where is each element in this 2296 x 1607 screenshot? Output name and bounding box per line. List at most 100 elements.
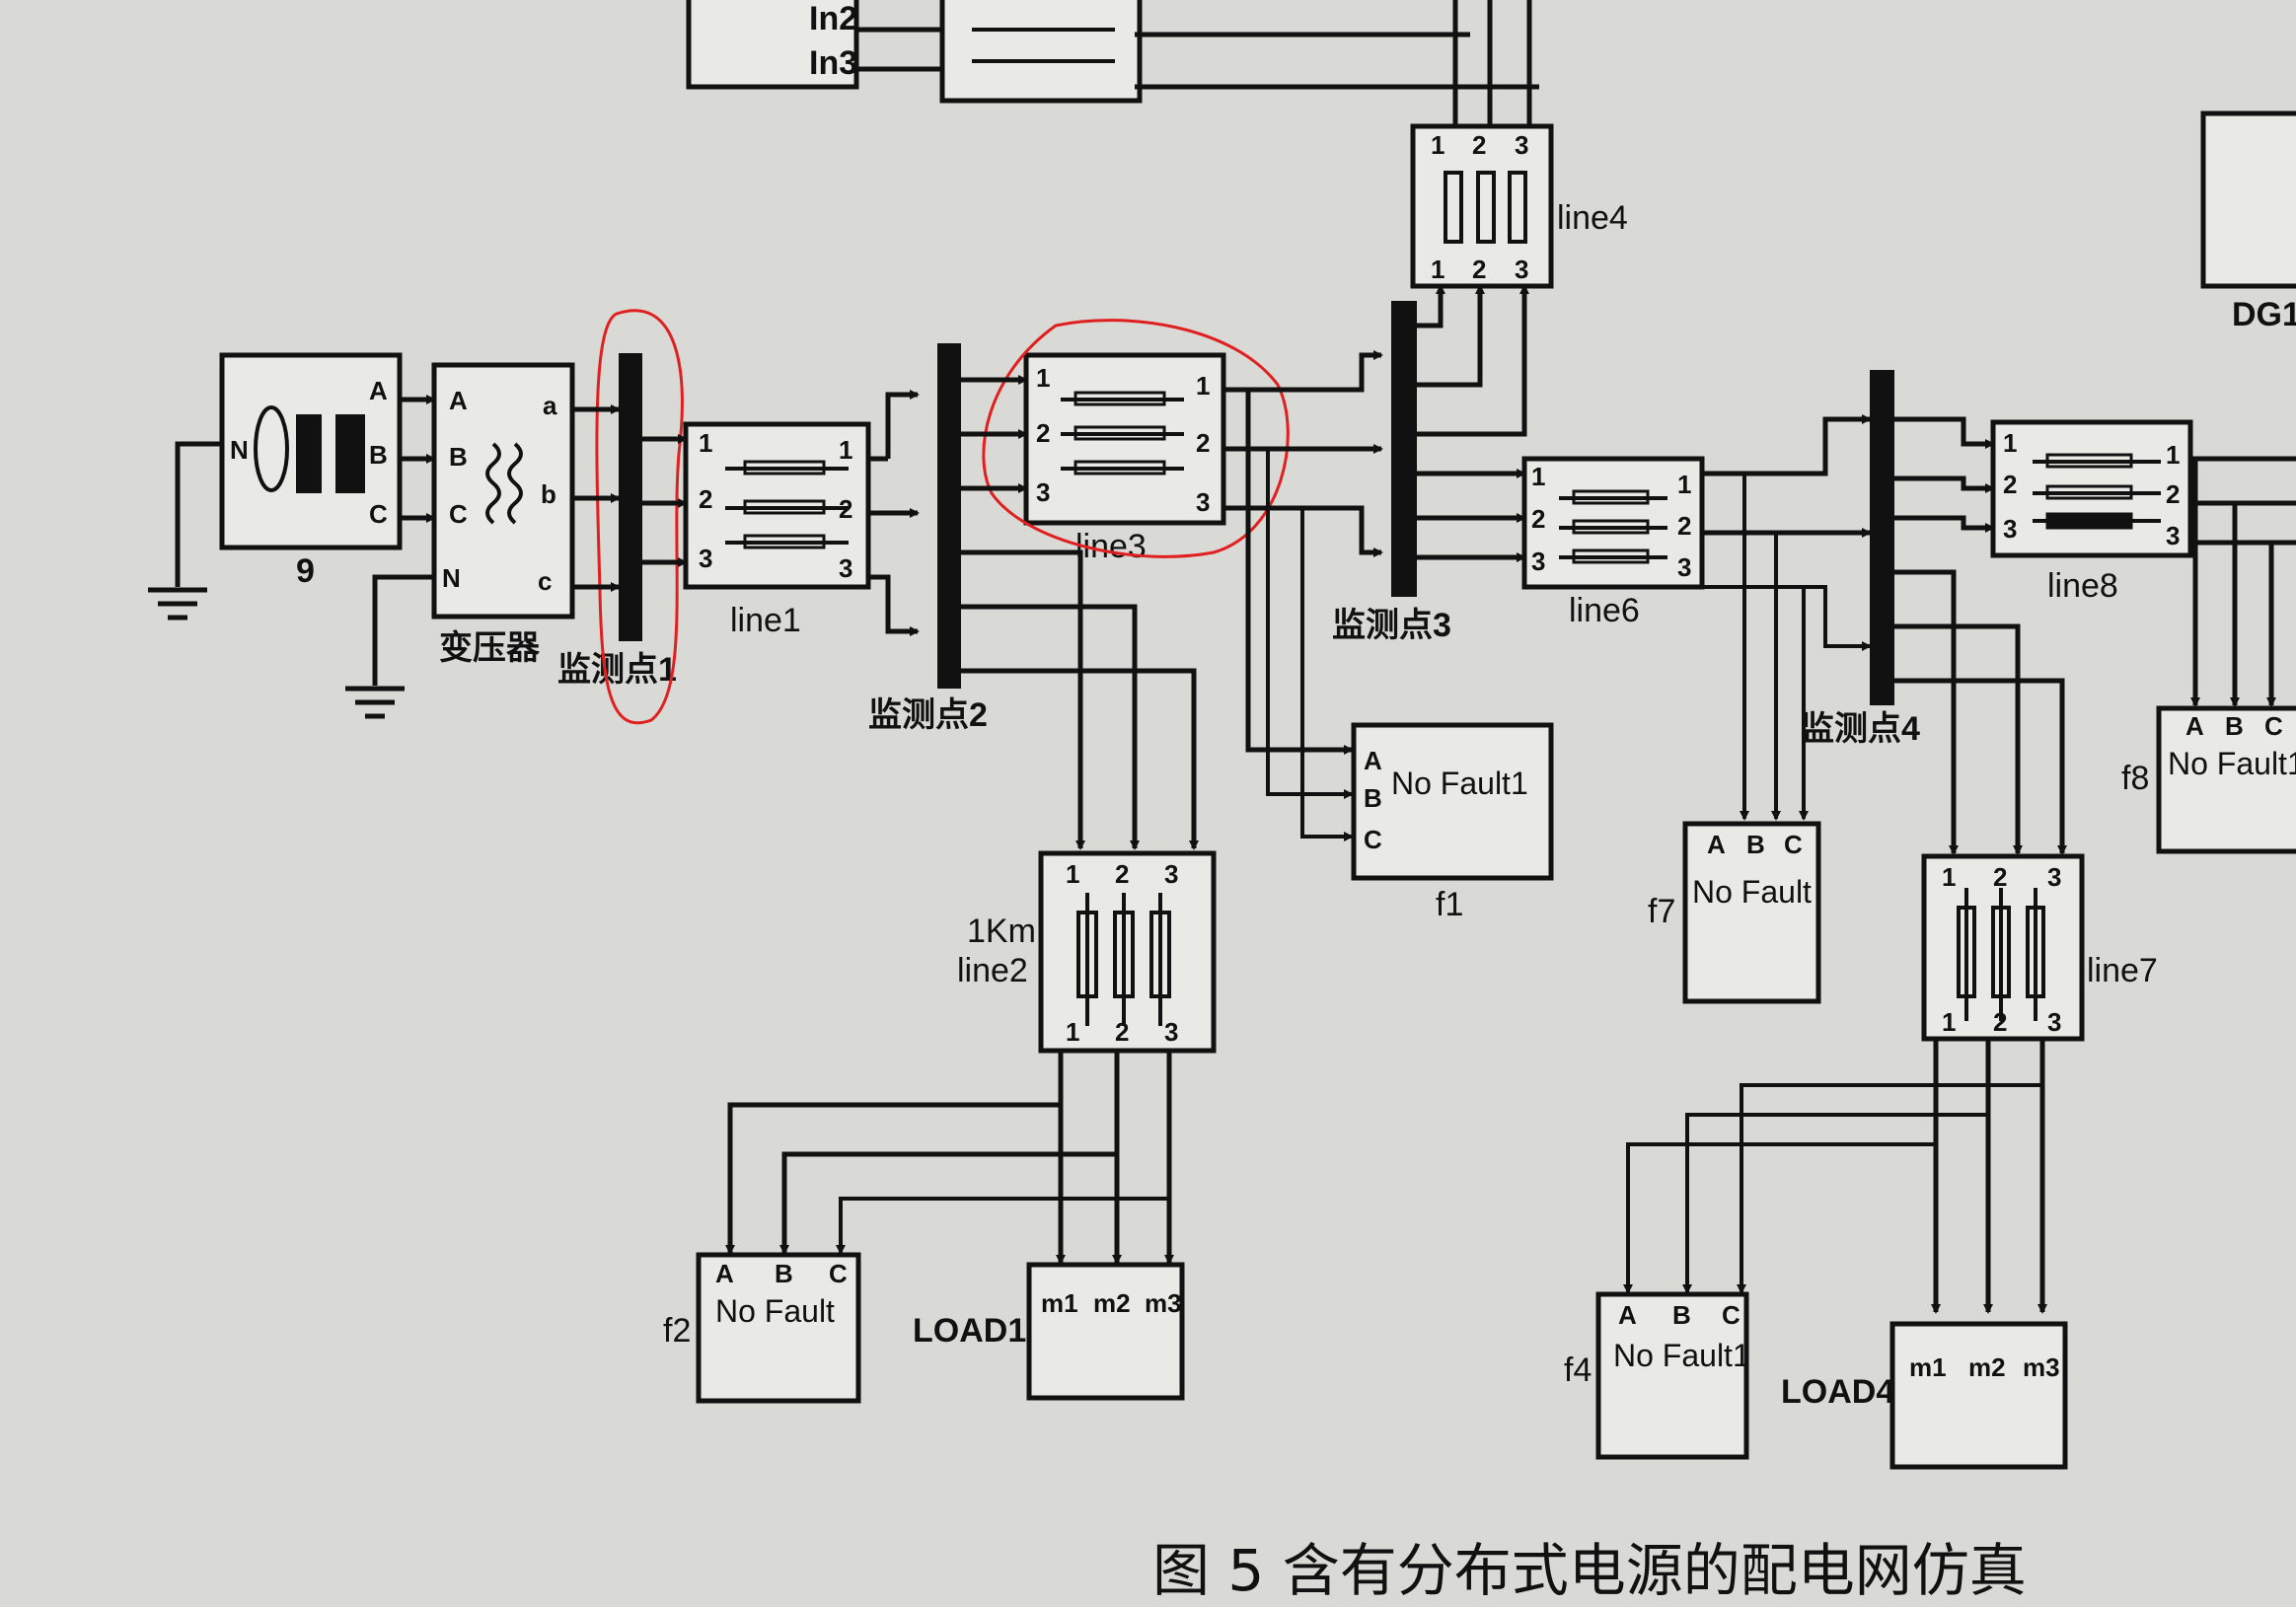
svg-text:1: 1 bbox=[1942, 1007, 1956, 1037]
svg-text:A: A bbox=[2185, 711, 2204, 741]
in2-label: In2 bbox=[809, 0, 857, 37]
svg-text:2: 2 bbox=[1115, 1017, 1129, 1047]
svg-text:b: b bbox=[541, 479, 556, 509]
line8-block[interactable]: 1 2 3 1 2 3 line8 bbox=[1990, 419, 2193, 605]
svg-text:C: C bbox=[1784, 830, 1803, 859]
svg-text:A: A bbox=[715, 1259, 734, 1288]
source-port-n: N bbox=[230, 435, 249, 465]
svg-text:m2: m2 bbox=[1968, 1352, 2006, 1382]
line1-label: line1 bbox=[730, 602, 801, 639]
svg-text:3: 3 bbox=[2047, 862, 2061, 892]
fault-f1-block[interactable]: A B C No Fault1 f1 bbox=[1351, 722, 1554, 923]
svg-text:2: 2 bbox=[2166, 479, 2180, 509]
svg-text:3: 3 bbox=[2003, 514, 2017, 544]
monitor-bus-2[interactable] bbox=[937, 343, 961, 689]
line1-block[interactable]: 1 2 3 1 2 3 line1 bbox=[683, 421, 871, 639]
load4-block[interactable]: m1 m2 m3 LOAD4 bbox=[1781, 1321, 2068, 1470]
load1-block[interactable]: m1 m2 m3 LOAD1 bbox=[913, 1262, 1185, 1401]
source-label: 9 bbox=[296, 552, 315, 590]
f7-text: No Fault bbox=[1692, 874, 1812, 910]
svg-text:3: 3 bbox=[839, 553, 852, 583]
highlight-circle-monitor1 bbox=[595, 309, 684, 725]
svg-text:C: C bbox=[2264, 711, 2283, 741]
svg-text:1: 1 bbox=[1066, 1017, 1079, 1047]
svg-text:1: 1 bbox=[1196, 371, 1210, 401]
line4-block[interactable]: 1 2 3 1 2 3 line4 bbox=[1410, 123, 1628, 289]
f4-label: f4 bbox=[1564, 1351, 1592, 1389]
svg-text:1: 1 bbox=[839, 435, 852, 465]
svg-text:3: 3 bbox=[1677, 552, 1691, 582]
line3-block[interactable]: 1 2 3 1 2 3 line3 bbox=[1023, 352, 1226, 565]
svg-text:2: 2 bbox=[699, 484, 712, 514]
svg-text:3: 3 bbox=[1531, 547, 1545, 576]
svg-text:C: C bbox=[449, 499, 468, 529]
svg-text:1: 1 bbox=[1036, 363, 1050, 393]
svg-text:1: 1 bbox=[2003, 428, 2017, 458]
f7-label: f7 bbox=[1648, 893, 1675, 930]
f8-text: No Fault1 bbox=[2168, 746, 2296, 781]
svg-text:C: C bbox=[829, 1259, 848, 1288]
svg-text:3: 3 bbox=[1196, 487, 1210, 517]
dg1-label: DG1 bbox=[2232, 296, 2296, 333]
svg-text:1: 1 bbox=[1531, 462, 1545, 491]
svg-text:B: B bbox=[1672, 1300, 1691, 1330]
svg-text:3: 3 bbox=[1036, 477, 1050, 507]
fault-f2-block[interactable]: A B C No Fault f2 bbox=[663, 1252, 861, 1404]
f2-text: No Fault bbox=[715, 1293, 835, 1329]
svg-text:A: A bbox=[1618, 1300, 1637, 1330]
svg-text:3: 3 bbox=[2166, 521, 2180, 550]
in3-label: In3 bbox=[809, 44, 857, 82]
svg-text:B: B bbox=[775, 1259, 793, 1288]
svg-text:B: B bbox=[1364, 783, 1382, 813]
line7-block[interactable]: 1 2 3 1 2 3 line7 bbox=[1921, 853, 2158, 1042]
f1-label: f1 bbox=[1436, 886, 1463, 923]
svg-text:A: A bbox=[1707, 830, 1726, 859]
svg-text:1: 1 bbox=[1431, 255, 1444, 284]
svg-text:3: 3 bbox=[2047, 1007, 2061, 1037]
fault-f7-block[interactable]: A B C No Fault f7 bbox=[1648, 821, 1821, 1004]
svg-text:2: 2 bbox=[1993, 1007, 2007, 1037]
dg1-block[interactable]: DG1 bbox=[2200, 110, 2296, 333]
svg-text:C: C bbox=[1364, 825, 1382, 854]
ground-icon-1 bbox=[148, 587, 207, 621]
svg-text:3: 3 bbox=[1164, 859, 1178, 889]
line7-label: line7 bbox=[2087, 952, 2158, 989]
svg-text:2: 2 bbox=[1677, 511, 1691, 541]
ground-icon-2 bbox=[345, 686, 405, 719]
f8-label: f8 bbox=[2121, 760, 2149, 797]
top-line-block[interactable] bbox=[939, 0, 1143, 104]
load4-label: LOAD4 bbox=[1781, 1373, 1894, 1411]
line4-label: line4 bbox=[1557, 199, 1628, 237]
transformer-block[interactable]: A B C N a b c 变压器 bbox=[431, 362, 575, 667]
fault-f8-block[interactable]: A B C No Fault1 f8 bbox=[2121, 705, 2296, 854]
svg-text:m1: m1 bbox=[1909, 1352, 1947, 1382]
monitor-bus-1[interactable] bbox=[619, 353, 642, 641]
svg-text:2: 2 bbox=[1115, 859, 1129, 889]
svg-text:2: 2 bbox=[2003, 470, 2017, 499]
highlight-circle-line3 bbox=[982, 319, 1290, 558]
svg-text:2: 2 bbox=[1993, 862, 2007, 892]
svg-text:1: 1 bbox=[1431, 130, 1444, 160]
monitor-4-label: 监测点4 bbox=[1801, 710, 1920, 748]
monitor-3-label: 监测点3 bbox=[1332, 607, 1451, 644]
monitor-bus-4[interactable] bbox=[1870, 370, 1894, 705]
line2-block[interactable]: 1 2 3 1 2 3 1Km line2 bbox=[957, 850, 1217, 1054]
svg-text:3: 3 bbox=[699, 544, 712, 573]
fault-f4-block[interactable]: A B C No Fault1 f4 bbox=[1564, 1291, 1750, 1460]
line6-block[interactable]: 1 2 3 1 2 3 line6 bbox=[1521, 456, 1705, 629]
svg-text:m1: m1 bbox=[1041, 1288, 1078, 1318]
svg-text:2: 2 bbox=[1036, 418, 1050, 448]
svg-text:m3: m3 bbox=[2023, 1352, 2060, 1382]
svg-text:2: 2 bbox=[1472, 255, 1486, 284]
f4-text: No Fault1 bbox=[1613, 1338, 1750, 1373]
svg-text:1: 1 bbox=[1677, 470, 1691, 499]
source-block[interactable]: N A B C 9 bbox=[219, 352, 403, 590]
monitor-bus-3[interactable] bbox=[1391, 301, 1417, 597]
top-in-block[interactable]: In2 In3 bbox=[686, 0, 859, 90]
f1-text: No Fault1 bbox=[1391, 766, 1528, 801]
monitor-2-label: 监测点2 bbox=[868, 696, 988, 734]
svg-text:3: 3 bbox=[1164, 1017, 1178, 1047]
line6-label: line6 bbox=[1569, 592, 1640, 629]
transformer-label: 变压器 bbox=[439, 629, 541, 667]
svg-text:B: B bbox=[369, 440, 388, 470]
